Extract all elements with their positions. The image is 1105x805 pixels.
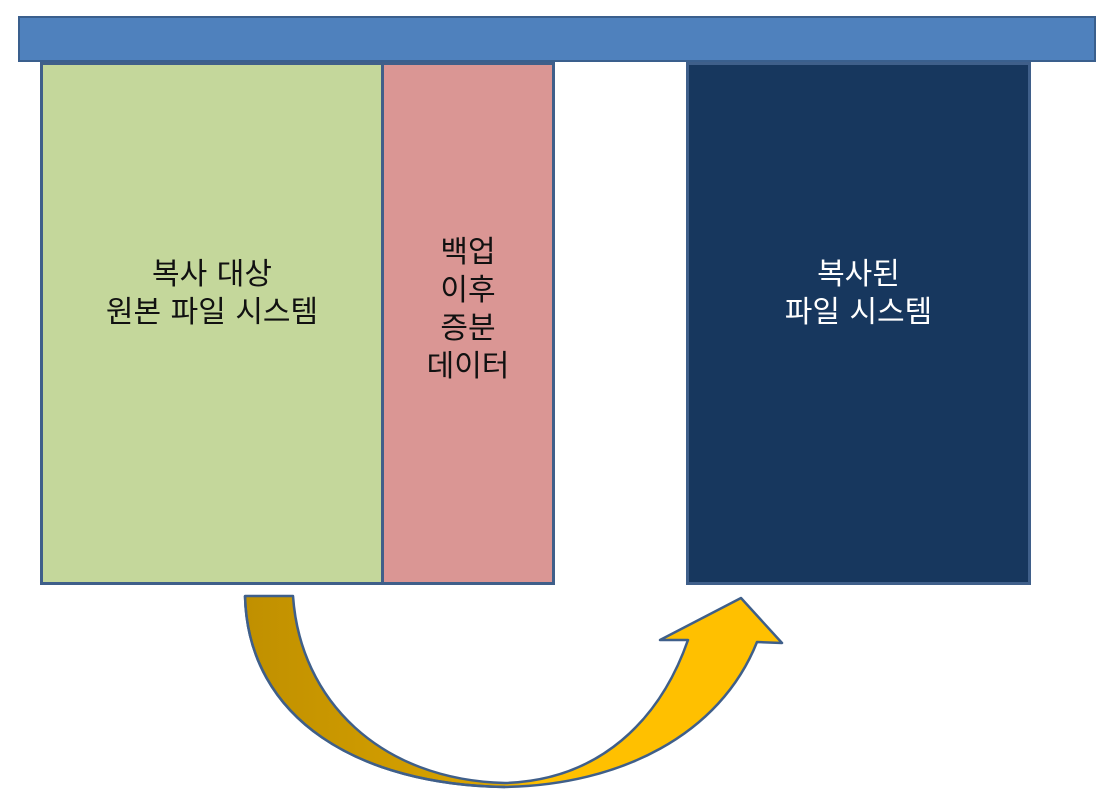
source-filesystem-label: 복사 대상 원본 파일 시스템 bbox=[105, 256, 319, 330]
copied-filesystem-label: 복사된 파일 시스템 bbox=[784, 256, 933, 330]
incremental-data-box: 백업 이후 증분 데이터 bbox=[381, 62, 555, 585]
incremental-data-label: 백업 이후 증분 데이터 bbox=[426, 234, 510, 384]
copied-filesystem-box: 복사된 파일 시스템 bbox=[686, 62, 1031, 585]
source-filesystem-box: 복사 대상 원본 파일 시스템 bbox=[40, 62, 384, 585]
top-bar bbox=[18, 16, 1096, 62]
copy-arrow-shape bbox=[243, 594, 784, 789]
